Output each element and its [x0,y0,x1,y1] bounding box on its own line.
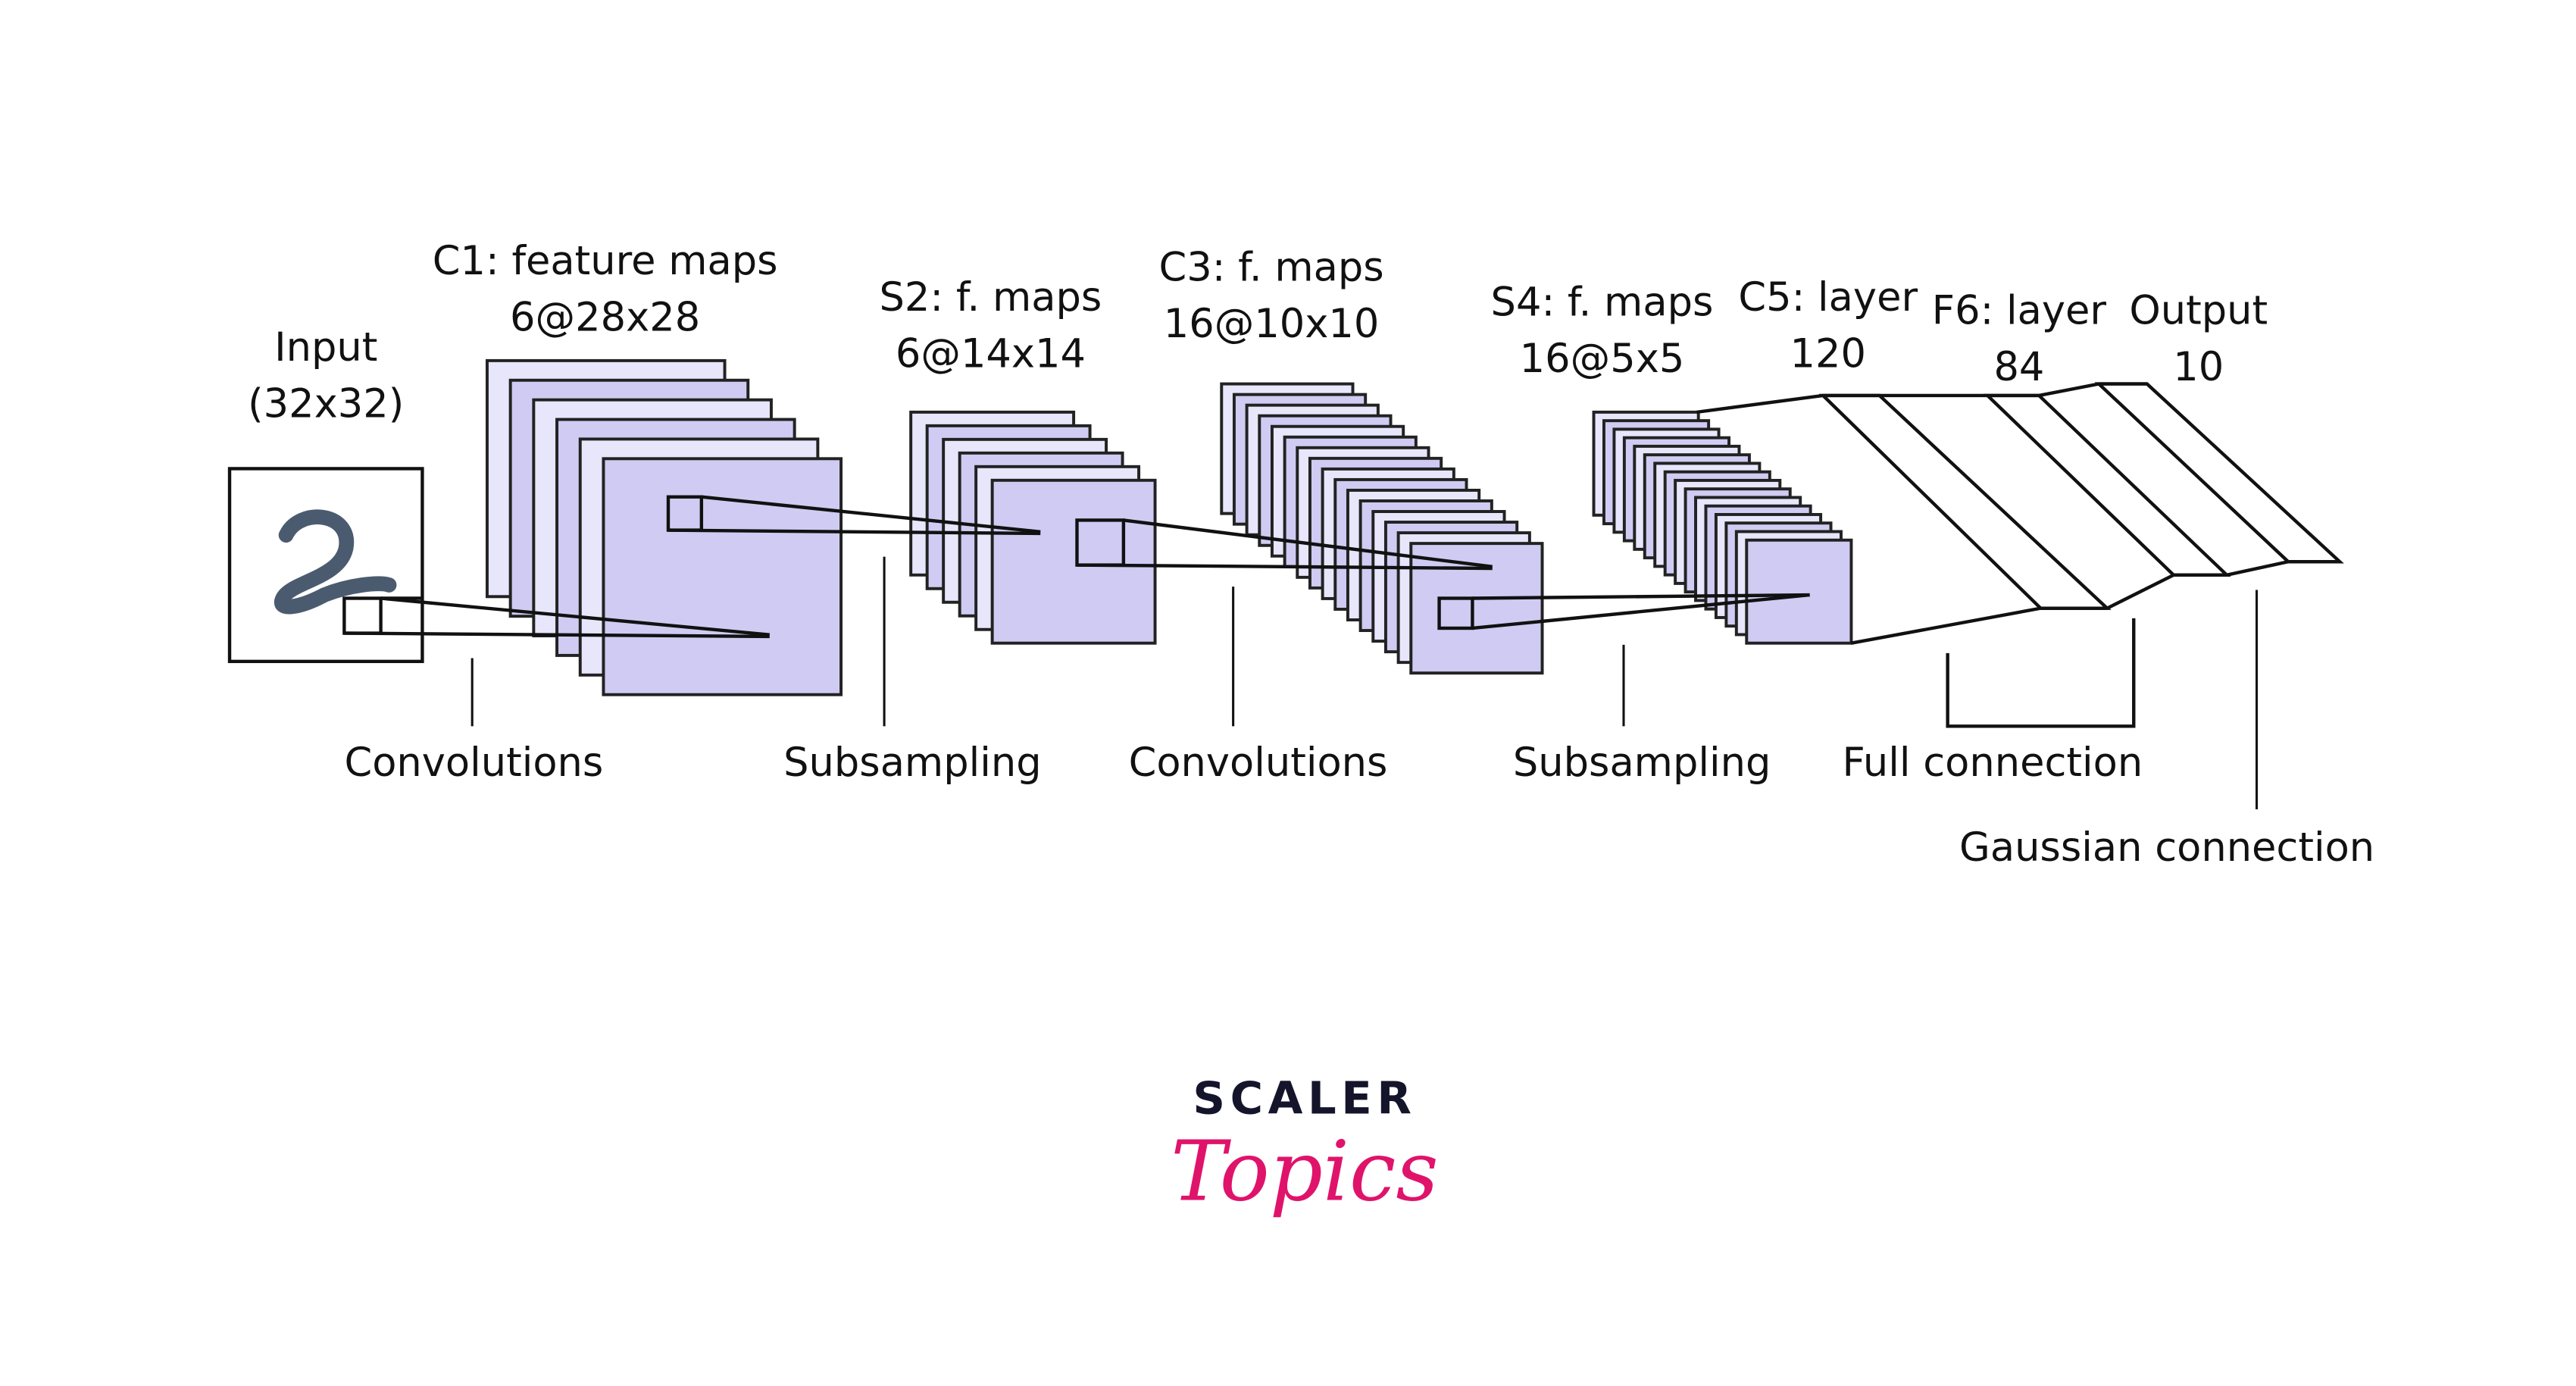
c5-shape: 120 [1790,331,1866,377]
c3-title: C3: f. maps [1158,245,1383,291]
op-sub1: Subsampling [783,740,1041,786]
feature-map [602,457,843,696]
input-image [227,467,424,664]
f6-title: F6: layer [1932,288,2107,334]
output-shape: 10 [2173,344,2224,390]
c5-layer [1818,393,2112,610]
feature-map [990,478,1157,645]
s2-title: S2: f. maps [880,274,1102,321]
s4-shape: 16@5x5 [1520,336,1685,382]
c5-title: C5: layer [1738,274,1918,321]
op-sub2: Subsampling [1513,740,1771,786]
s4-feature-maps [1592,410,1853,645]
op-full: Full connection [1843,740,2143,786]
input-size: (32x32) [248,380,404,427]
output-layer [2094,382,2344,564]
s4-title: S4: f. maps [1491,280,1714,326]
digit-two [274,509,397,615]
c1-title: C1: feature maps [433,238,778,284]
logo-topics: Topics [1171,1122,1439,1219]
op-conv1: Convolutions [344,740,603,786]
c1-shape: 6@28x28 [510,294,700,340]
operation-markers [470,556,2259,810]
input-title: Input [274,324,377,371]
feature-map [1745,538,1853,645]
scaler-topics-logo: SCALER Topics [1171,1072,1439,1219]
c3-shape: 16@10x10 [1164,301,1380,347]
c3-feature-maps [1220,382,1544,675]
output-title: Output [2129,288,2268,334]
connection-lines [344,495,1810,639]
receptive-field [342,596,383,635]
s2-feature-maps [909,410,1157,645]
f6-layer [1983,393,2231,577]
feature-map [1409,542,1544,675]
f6-shape: 84 [1993,344,2044,390]
c1-feature-maps [485,358,843,696]
s2-shape: 6@14x14 [896,331,1086,377]
op-gauss: Gaussian connection [1959,824,2374,871]
logo-scaler: SCALER [1193,1072,1416,1124]
fc-layers [1696,382,2344,645]
op-conv2: Convolutions [1129,740,1388,786]
